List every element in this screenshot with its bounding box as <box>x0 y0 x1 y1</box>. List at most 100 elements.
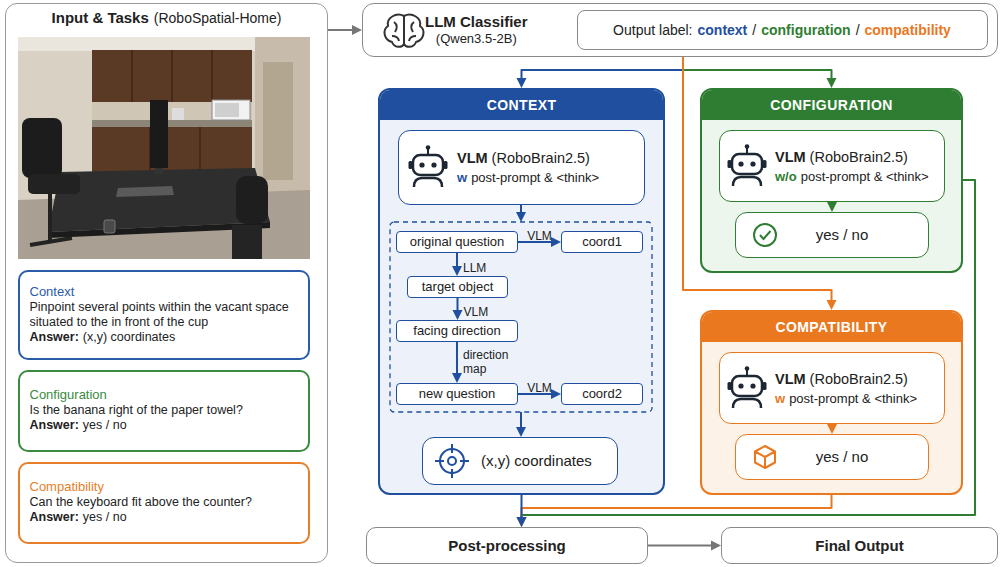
edge-label-box: VLM <box>527 226 552 244</box>
box-label: coord1 <box>582 235 622 250</box>
panel-title: Input & Tasks <box>52 9 149 26</box>
arrow-head <box>551 389 561 399</box>
box-label: (x,y) coordinates <box>481 452 592 469</box>
brain-icon <box>385 15 424 47</box>
target-icon <box>435 444 469 478</box>
room-photo <box>211 50 213 102</box>
box-label: Final Output <box>815 537 903 554</box>
answer-value: yes / no <box>83 418 127 434</box>
connector-line <box>521 495 523 520</box>
answer-row: Answer:(x,y) coordinates <box>30 330 298 346</box>
model-name: (RoboBrain2.5) <box>810 149 908 165</box>
panel-header: Input & Tasks (RoboSpatial-Home) <box>6 9 327 26</box>
room-photo <box>155 168 163 174</box>
vlm-row: wpost-prompt & <think> <box>775 391 917 406</box>
connector <box>648 541 721 551</box>
prompt-switch: w/o <box>775 169 797 184</box>
connector <box>517 495 832 527</box>
panel-header-band: CONFIGURATION <box>702 90 961 120</box>
room-photo <box>150 100 168 168</box>
room-photo <box>215 103 239 117</box>
box-label: original question <box>410 235 505 250</box>
task-name: Configuration <box>30 387 298 403</box>
brain-icon <box>385 15 424 47</box>
edge-label-box: LLM <box>463 258 486 276</box>
task-question: Pinpoint several points within the vacan… <box>30 300 298 330</box>
task-box: ContextPinpoint several points within th… <box>18 270 310 360</box>
panel-subtitle: (RoboSpatial-Home) <box>154 10 282 26</box>
separator: / <box>752 22 756 38</box>
box-label: coord2 <box>582 387 622 402</box>
edge-label: LLM <box>463 262 486 276</box>
arrow-head <box>517 78 527 88</box>
flow-arrow <box>516 427 526 437</box>
room-photo <box>116 186 174 197</box>
model-name: (RoboBrain2.5) <box>492 150 590 166</box>
separator: / <box>856 22 860 38</box>
output-label-box: Output label:context/configuration/compa… <box>577 10 988 50</box>
room-photo <box>92 50 252 102</box>
connector <box>517 57 684 88</box>
edge-label: VLM <box>464 306 489 320</box>
room-photo <box>263 62 293 180</box>
connector-line <box>522 180 976 520</box>
process-box: yes / no <box>735 212 929 258</box>
check-icon <box>754 224 776 246</box>
process-box: target object <box>407 276 508 298</box>
vlm-text: VLM(RoboBrain2.5) w/opost-prompt & <think… <box>775 131 929 201</box>
answer-key: Answer: <box>30 330 79 346</box>
process-box: new question <box>396 383 518 405</box>
vlm-row: w post-prompt & <think> <box>457 170 599 185</box>
vlm-text: VLM(RoboBrain2.5) wpost-prompt & <think> <box>775 353 917 423</box>
arrow-head <box>517 517 527 527</box>
room-photo <box>92 127 252 172</box>
room-photo <box>48 194 52 240</box>
flow-arrow <box>516 205 526 437</box>
connector <box>452 342 462 383</box>
room-photo <box>18 37 310 259</box>
model-kind: VLM <box>775 371 806 387</box>
box-label: facing direction <box>413 324 500 339</box>
target-icon <box>448 457 456 465</box>
flow-arrow <box>520 412 522 429</box>
edge-label-box: VLM <box>527 378 552 396</box>
task-box: ConfigurationIs the banana right of the … <box>18 370 310 452</box>
vlm-row: VLM(RoboBrain2.5) <box>775 149 929 165</box>
vlm-text: VLM(RoboBrain2.5) w post-prompt & <think> <box>457 131 599 204</box>
vlm-row: w/opost-prompt & <think> <box>775 169 929 184</box>
prompt-switch: w <box>457 170 467 185</box>
answer-key: Answer: <box>30 510 79 526</box>
connector-line <box>328 29 355 31</box>
prompt-mode: post-prompt & <think> <box>471 170 599 185</box>
task-question: Is the banana right of the paper towel? <box>30 403 298 418</box>
arrow-head <box>711 541 721 551</box>
connector <box>452 253 462 276</box>
connector-line <box>522 57 684 81</box>
task-name: Compatibility <box>30 479 298 495</box>
vlm-row: VLM(RoboBrain2.5) <box>775 371 917 387</box>
panel-header-band: CONTEXT <box>380 90 663 120</box>
classifier-box: LLM Classifier(Qwen3.5-2B)Output label:c… <box>362 3 998 57</box>
arrow-head <box>452 266 462 276</box>
panel-heading: CONFIGURATION <box>770 97 892 113</box>
answer-key: Answer: <box>30 418 79 434</box>
edge-label-box: VLM <box>464 302 489 320</box>
process-box: facing direction <box>396 320 518 342</box>
box-label: yes / no <box>816 226 869 243</box>
check-icon <box>760 231 771 239</box>
connector-line <box>522 495 832 520</box>
model-kind: VLM <box>457 150 488 166</box>
prompt-switch: w <box>775 391 785 406</box>
connector <box>827 424 837 434</box>
process-box: Post-processing <box>366 527 648 564</box>
classifier-name: LLM Classifier <box>425 13 528 32</box>
branch-panel: CONFIGURATION VLM(RoboBrain2.5) w/opost-pr… <box>700 88 963 273</box>
process-box: Final Output <box>721 527 998 564</box>
cube-icon <box>755 446 775 468</box>
dashed-region <box>390 222 652 412</box>
room-photo <box>232 225 262 259</box>
room-photo <box>18 37 310 259</box>
illustration-layer <box>728 144 767 186</box>
